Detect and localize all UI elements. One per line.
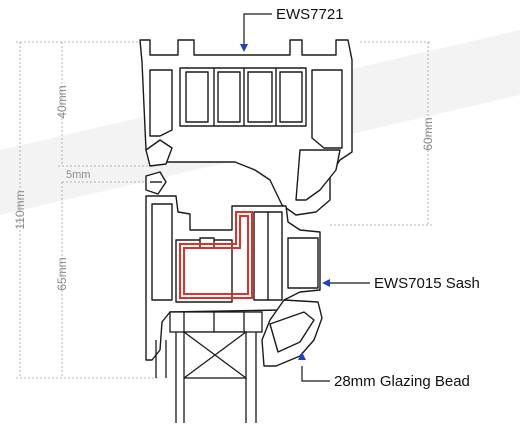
steel-reinforcement xyxy=(179,211,253,299)
sash-profile xyxy=(145,195,321,361)
arrow-sash xyxy=(322,279,330,287)
glazing-unit xyxy=(155,311,263,423)
glazing-bead xyxy=(261,299,323,367)
dim-label-gap: 5mm xyxy=(66,169,90,181)
dim-label-overall: 110mm xyxy=(13,190,27,229)
arrow-top xyxy=(240,44,248,52)
dimension-lines xyxy=(16,41,432,379)
frame-profile xyxy=(139,39,353,216)
arrow-bead xyxy=(298,352,306,360)
dim-label-lower: 65mm xyxy=(55,257,69,290)
callout-arrows xyxy=(240,44,330,360)
dim-label-frame-right: 60mm xyxy=(421,117,435,150)
callout-leaders xyxy=(243,13,370,382)
callout-sash: EWS7015 Sash xyxy=(374,275,480,292)
callout-glazing-bead: 28mm Glazing Bead xyxy=(334,373,470,390)
dim-label-upper: 40mm xyxy=(55,85,69,118)
callout-ews7721: EWS7721 xyxy=(276,6,344,23)
